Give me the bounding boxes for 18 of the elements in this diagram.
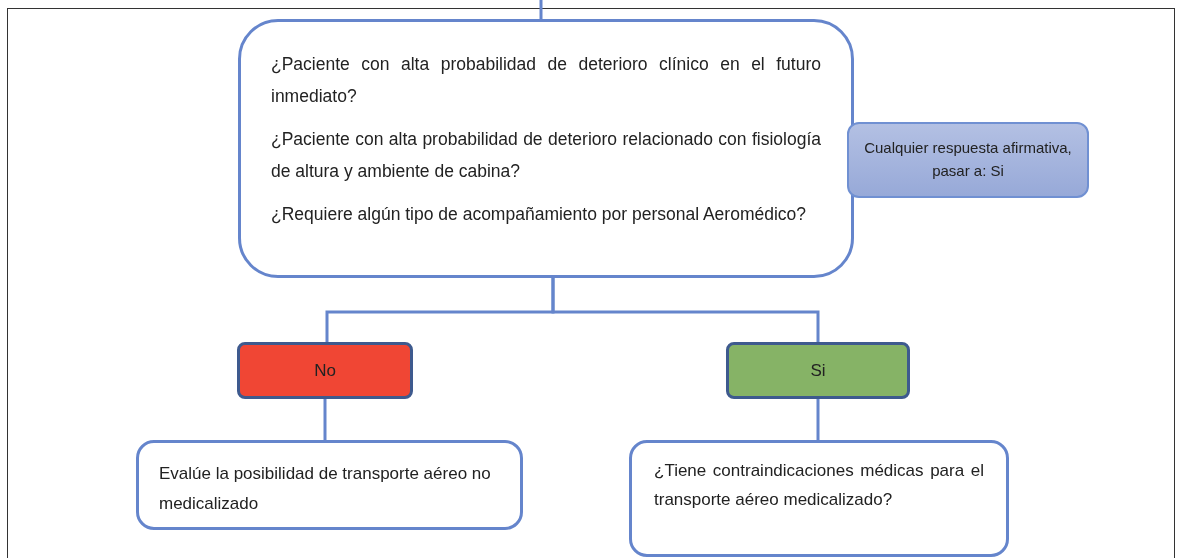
connector-line — [539, 0, 543, 19]
box-text: Cualquier respuesta afirmativa, pasar a: Si — [863, 138, 1073, 182]
box-text: ¿Tiene contraindicaciones médicas para el transporte aéreo medicalizado? — [654, 460, 984, 511]
answer-box — [237, 342, 413, 399]
connector-line — [551, 278, 820, 342]
question-text: ¿Paciente con alta probabilidad de deterioro clínico en el futuro inmediato? — [271, 53, 821, 109]
question-text: ¿Paciente con alta probabilidad de deterioro relacionado con fisiología de altura y ambiente de cabina? — [271, 127, 821, 184]
question-box — [238, 19, 854, 278]
connector-line — [323, 399, 327, 440]
question-box — [629, 440, 1009, 557]
note-box — [847, 122, 1089, 198]
box-text: Evalúe la posibilidad de transporte aéreo no medicalizado — [159, 463, 492, 515]
box-text: No — [314, 360, 336, 381]
connector-line — [816, 399, 820, 440]
action-box — [136, 440, 523, 530]
question-text: ¿Requiere algún tipo de acompañamiento por personal Aeromédico? — [271, 202, 808, 226]
answer-box — [726, 342, 910, 399]
box-text: Si — [810, 360, 826, 381]
